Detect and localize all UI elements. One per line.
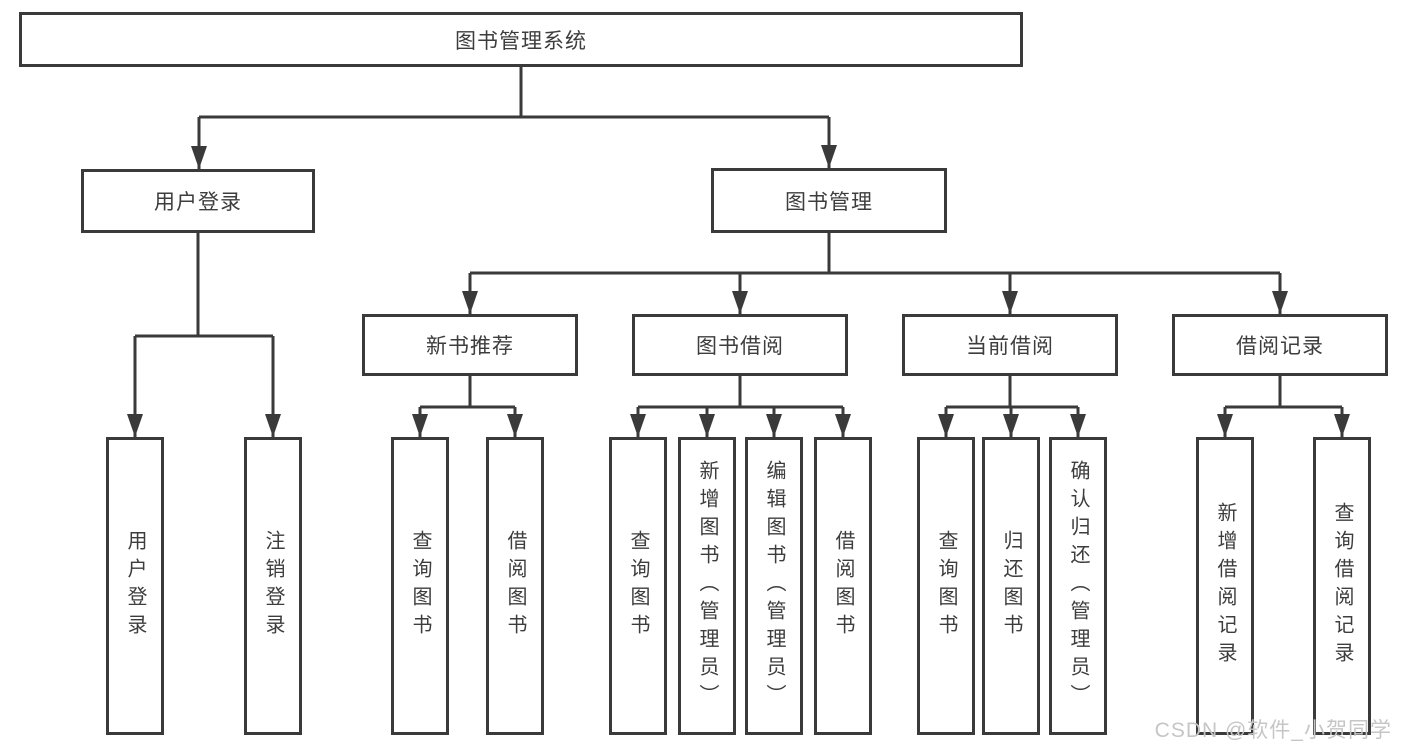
- node-label: 图书借阅: [696, 335, 784, 358]
- node-current-borrow: 当前借阅: [902, 314, 1118, 376]
- leaf-query-book-1: 查询图书: [391, 437, 449, 735]
- node-label: 图书管理: [785, 190, 873, 214]
- leaf-add-borrow-record: 新增借阅记录: [1196, 437, 1254, 735]
- leaf-label: 查询图书: [627, 530, 649, 642]
- leaf-query-borrow-record: 查询借阅记录: [1313, 437, 1371, 735]
- node-label: 图书管理系统: [455, 29, 587, 53]
- leaf-label: 查询借阅记录: [1331, 502, 1353, 670]
- leaf-borrow-book-1: 借阅图书: [486, 437, 544, 735]
- leaf-logout: 注销登录: [244, 437, 302, 735]
- csdn-watermark: CSDN @软件_小贺同学: [1154, 719, 1392, 742]
- leaf-label: 用户登录: [124, 530, 146, 642]
- leaf-label: 查询图书: [935, 530, 957, 642]
- node-label: 借阅记录: [1236, 335, 1324, 358]
- leaf-borrow-book-2: 借阅图书: [814, 437, 872, 735]
- leaf-add-book-admin: 新增图书（管理员）: [678, 437, 736, 735]
- leaf-query-book-3: 查询图书: [917, 437, 975, 735]
- arrowheads: [127, 145, 1350, 437]
- node-label: 用户登录: [154, 191, 242, 214]
- node-label: 新书推荐: [426, 335, 514, 358]
- node-borrow-records: 借阅记录: [1172, 314, 1388, 376]
- leaf-label: 新增借阅记录: [1214, 502, 1236, 670]
- leaf-label: 归还图书: [1000, 530, 1022, 642]
- leaf-label: 借阅图书: [832, 530, 854, 642]
- connector-paths: [133, 67, 1344, 437]
- leaf-label: 查询图书: [409, 530, 431, 642]
- leaf-edit-book-admin: 编辑图书（管理员）: [745, 437, 803, 735]
- leaf-label: 确认归还（管理员）: [1067, 460, 1089, 712]
- node-new-book-recommend: 新书推荐: [362, 314, 578, 376]
- node-root-system: 图书管理系统: [19, 12, 1023, 67]
- node-book-borrow: 图书借阅: [632, 314, 848, 376]
- leaf-label: 新增图书（管理员）: [696, 460, 718, 712]
- node-book-management: 图书管理: [711, 168, 947, 233]
- leaf-query-book-2: 查询图书: [609, 437, 667, 735]
- node-user-login: 用户登录: [81, 169, 315, 233]
- leaf-label: 编辑图书（管理员）: [763, 460, 785, 712]
- node-label: 当前借阅: [966, 335, 1054, 358]
- leaf-user-login: 用户登录: [106, 437, 164, 735]
- leaf-return-book: 归还图书: [982, 437, 1040, 735]
- leaf-label: 借阅图书: [504, 530, 526, 642]
- leaf-label: 注销登录: [262, 530, 284, 642]
- leaf-confirm-return-admin: 确认归还（管理员）: [1049, 437, 1107, 735]
